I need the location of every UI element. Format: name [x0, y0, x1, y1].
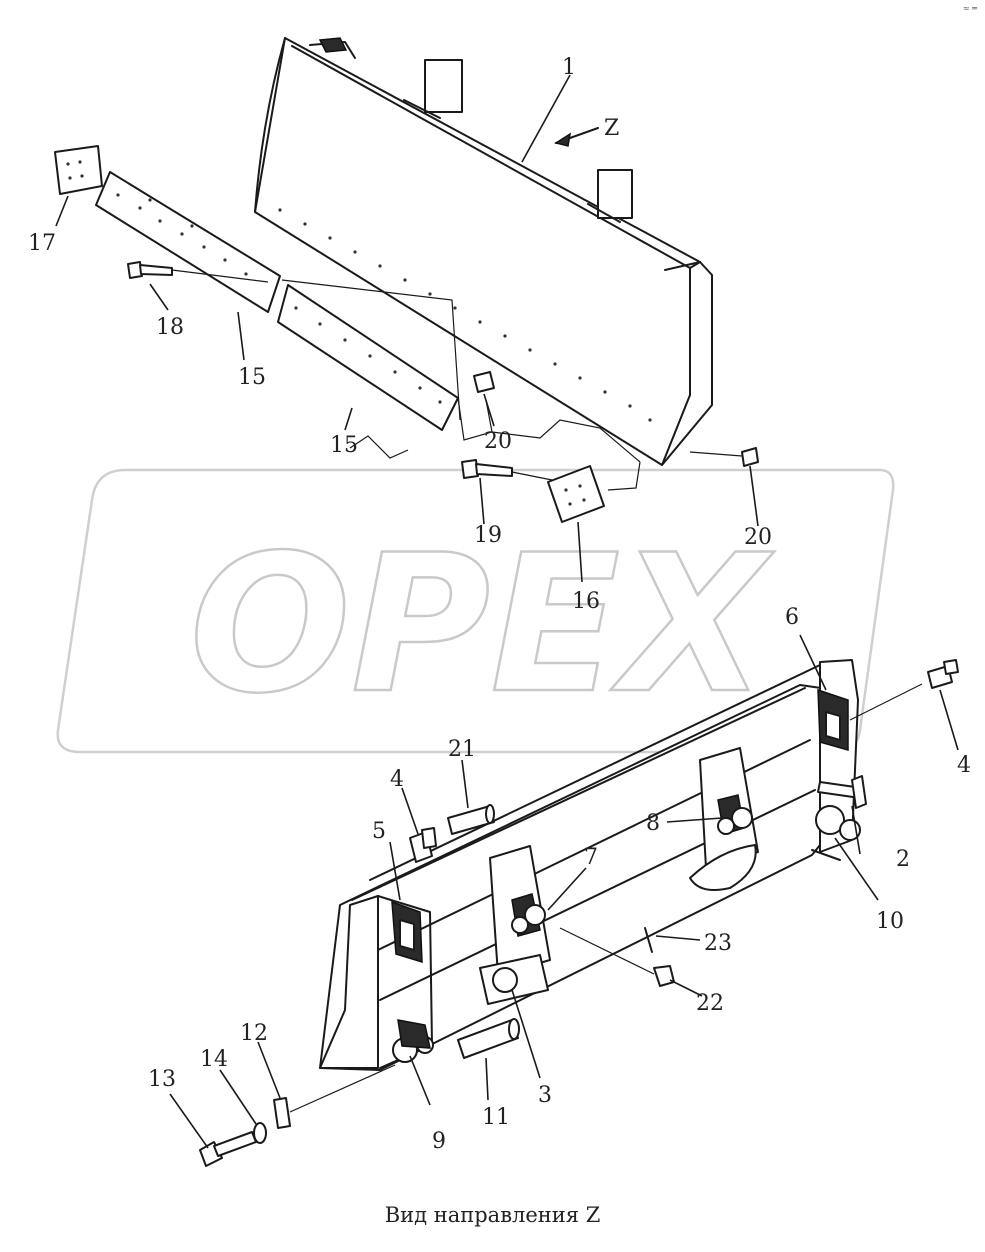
- callout-13: 13: [148, 1067, 176, 1092]
- callout-11: 11: [482, 1105, 510, 1130]
- assembly-lines: [281, 279, 641, 491]
- part-17-end-bit: [54, 145, 103, 195]
- part-18-bolt: [127, 261, 269, 283]
- callout-10: 10: [876, 909, 904, 934]
- callout-19: 19: [474, 523, 502, 548]
- callout-12: 12: [240, 1021, 268, 1046]
- callout-22: 22: [696, 991, 724, 1016]
- direction-label: Z: [604, 116, 619, 141]
- part-15-cutting-edge-lower: [277, 284, 459, 431]
- watermark: OPEX: [56, 468, 895, 754]
- part-20-nut-a: [473, 371, 495, 393]
- callout-4-right: 4: [957, 753, 971, 778]
- part-12-spring: [273, 1064, 396, 1129]
- part-15-cutting-edge-upper: [95, 171, 281, 313]
- part-19-bolt: [461, 459, 553, 481]
- callout-4-left: 4: [390, 767, 404, 792]
- callout-23: 23: [704, 931, 732, 956]
- callout-5: 5: [372, 819, 386, 844]
- blade: [254, 37, 713, 466]
- part-23-wire: [644, 927, 653, 953]
- callout-2: 2: [896, 847, 910, 872]
- callout-9: 9: [432, 1129, 446, 1154]
- callout-1: 1: [562, 55, 576, 80]
- part-21-pin: [447, 804, 495, 835]
- callout-7: 7: [584, 845, 598, 870]
- view-caption: Вид направления Z: [384, 1203, 601, 1227]
- callout-20-b: 20: [744, 525, 772, 550]
- leader-lines: [55, 74, 959, 1149]
- part-16-corner-bit: [547, 465, 605, 523]
- callout-16: 16: [572, 589, 600, 614]
- callout-21: 21: [448, 737, 476, 762]
- callout-18: 18: [156, 315, 184, 340]
- callouts: 1 2 3 4 4 5 6 7 8 9 10 11 12 13 14 15 15…: [28, 55, 971, 1154]
- callout-14: 14: [200, 1047, 228, 1072]
- part-4-fitting-right: [849, 659, 959, 721]
- callout-20-a: 20: [484, 429, 512, 454]
- callout-17: 17: [28, 231, 56, 256]
- part-2-hook: [817, 775, 867, 809]
- corner-mark: ≈ ═: [962, 4, 977, 13]
- part-14-washer: [253, 1122, 267, 1144]
- callout-8: 8: [646, 811, 660, 836]
- watermark-text: OPEX: [189, 514, 775, 735]
- part-11-pin: [457, 1018, 520, 1059]
- push-frame: [319, 659, 861, 1071]
- callout-15-a: 15: [238, 365, 266, 390]
- callout-3: 3: [538, 1083, 552, 1108]
- direction-arrow-z: Z: [554, 116, 619, 147]
- part-13-bolt: [199, 1131, 257, 1167]
- callout-6: 6: [785, 605, 799, 630]
- callout-15-b: 15: [330, 433, 358, 458]
- part-20-nut-b: [689, 447, 759, 467]
- part-4-fitting-left: [409, 827, 437, 863]
- blade-bolt-holes: [278, 208, 652, 422]
